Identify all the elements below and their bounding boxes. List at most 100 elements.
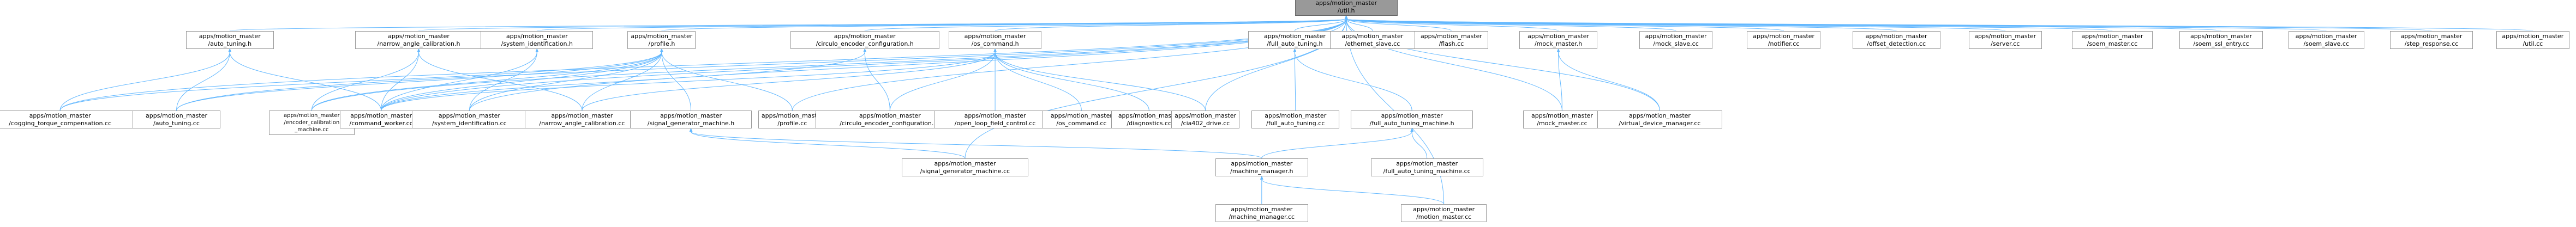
node-cogging-torque-compensation-cc[interactable]: apps/motion_master/cogging_torque_compen… (0, 110, 135, 128)
node-system-identification-cc[interactable]: apps/motion_master/system_identification… (412, 110, 527, 128)
node-profile-cc[interactable]: apps/motion_master/profile.cc (758, 110, 827, 128)
node-ethernet-slave-cc[interactable]: apps/motion_master/ethernet_slave.cc (1329, 30, 1416, 49)
node-soem-ssl-entry-cc[interactable]: apps/motion_master/soem_ssl_entry.cc (2179, 30, 2263, 49)
node-narrow-angle-calibration-cc[interactable]: apps/motion_master/narrow_angle_calibrat… (524, 110, 640, 128)
edge-at-atcc (176, 48, 232, 111)
edge-nac-naccc (417, 48, 583, 111)
node-label-line: /flash.cc (1439, 40, 1464, 47)
node-label-line: apps/motion_master (1420, 32, 1482, 40)
node-label-line: /motion_master.cc (1416, 213, 1472, 220)
node-label-line: apps/motion_master (1315, 0, 1377, 7)
node-mock-master-h[interactable]: apps/motion_master/mock_master.h (1519, 30, 1598, 49)
node-full-auto-tuning-h[interactable]: apps/motion_master/full_auto_tuning.h (1248, 30, 1341, 49)
node-label-line: apps/motion_master (1175, 112, 1237, 119)
node-util-cc[interactable]: apps/motion_master/util.cc (2496, 30, 2569, 49)
node-machine-manager-cc[interactable]: apps/motion_master/machine_manager.cc (1215, 204, 1308, 222)
node-label-line: /soem_ssl_entry.cc (2193, 40, 2249, 47)
node-label-line: /narrow_angle_calibration.h (377, 40, 460, 47)
edge-fatm-fatmcc (1410, 127, 1428, 158)
node-label-line: apps/motion_master (1753, 32, 1815, 40)
node-auto-tuning-cc[interactable]: apps/motion_master/auto_tuning.cc (132, 110, 221, 128)
node-os-command-h[interactable]: apps/motion_master/os_command.h (949, 30, 1042, 49)
edge-sid-cw (381, 48, 539, 111)
edge-root-cec (864, 15, 1348, 32)
edge-root-atcc (176, 15, 1348, 111)
node-label-line: /soem_master.cc (2087, 40, 2138, 47)
node-virtual-device-manager-cc[interactable]: apps/motion_master/virtual_device_manage… (1597, 110, 1722, 128)
edge-fatm-mmgr (1261, 127, 1413, 158)
node-label-line: /cia402_drive.cc (1181, 119, 1230, 127)
edge-at-ctc (59, 48, 232, 111)
edge-root-notif (1344, 15, 1784, 32)
node-circulo-encoder-configuration-h[interactable]: apps/motion_master/circulo_encoder_confi… (790, 30, 939, 49)
node-mock-master-cc[interactable]: apps/motion_master/mock_master.cc (1523, 110, 1602, 128)
node-profile-h[interactable]: apps/motion_master/profile.h (627, 30, 696, 49)
edge-osc-ceccc (889, 48, 997, 111)
node-label-line: apps/motion_master (1265, 112, 1327, 119)
node-label-line: /signal_generator_machine.h (647, 119, 735, 127)
node-signal-generator-machine-cc[interactable]: apps/motion_master/signal_generator_mach… (901, 158, 1029, 176)
node-label-line: /profile.cc (777, 119, 807, 127)
edge-at-cw (228, 48, 382, 111)
node-system-identification-h[interactable]: apps/motion_master/system_identification… (481, 30, 594, 49)
node-label-line: apps/motion_master (1341, 32, 1404, 40)
node-label-line: /narrow_angle_calibration.cc (539, 119, 625, 127)
node-machine-manager-h[interactable]: apps/motion_master/machine_manager.h (1215, 158, 1308, 176)
node-label-line: /soem_slave.cc (2303, 40, 2350, 47)
node-label-line: apps/motion_master (834, 32, 896, 40)
node-auto-tuning-h[interactable]: apps/motion_master/auto_tuning.h (185, 30, 274, 49)
node-label-line: apps/motion_master (388, 32, 450, 40)
node-notifier-cc[interactable]: apps/motion_master/notifier.cc (1747, 30, 1820, 49)
node-mock-slave-cc[interactable]: apps/motion_master/mock_slave.cc (1639, 30, 1713, 49)
node-label-line: /notifier.cc (1768, 40, 1800, 47)
node-full-auto-tuning-machine-cc[interactable]: apps/motion_master/full_auto_tuning_mach… (1370, 158, 1483, 176)
node-soem-master-cc[interactable]: apps/motion_master/soem_master.cc (2072, 30, 2153, 49)
node-machine-cc[interactable]: apps/motion_master/encoder_calibration_m… (269, 110, 355, 135)
node-label-line: /auto_tuning.cc (153, 119, 200, 127)
node-label-line: /mock_slave.cc (1653, 40, 1699, 47)
node-label-line: apps/motion_master (1413, 205, 1475, 213)
node-offset-detection-cc[interactable]: apps/motion_master/offset_detection.cc (1852, 30, 1940, 49)
edge-root-fat (1294, 15, 1348, 32)
node-step-response-cc[interactable]: apps/motion_master/step_response.cc (2389, 30, 2473, 49)
node-full-auto-tuning-cc[interactable]: apps/motion_master/full_auto_tuning.cc (1251, 110, 1340, 128)
node-flash-cc[interactable]: apps/motion_master/flash.cc (1415, 30, 1488, 49)
edge-root-msl (1344, 15, 1676, 32)
node-label-line: apps/motion_master (2295, 32, 2357, 40)
node-cia402-drive-cc[interactable]: apps/motion_master/cia402_drive.cc (1171, 110, 1240, 128)
node-full-auto-tuning-machine-h[interactable]: apps/motion_master/full_auto_tuning_mach… (1351, 110, 1473, 128)
node-label-line: apps/motion_master (1628, 112, 1691, 119)
node-narrow-angle-calibration-h[interactable]: apps/motion_master/narrow_angle_calibrat… (355, 30, 482, 49)
edge-sgm-sgmcc (689, 127, 966, 159)
edge-root-sid (536, 15, 1348, 32)
node-signal-generator-machine-h[interactable]: apps/motion_master/signal_generator_mach… (630, 110, 752, 128)
node-label-line: apps/motion_master (1231, 159, 1293, 167)
node-label-line: /full_auto_tuning_machine.cc (1383, 167, 1471, 175)
node-label-line: /mock_master.h (1534, 40, 1583, 47)
edge-prof-sidcc (469, 48, 663, 111)
node-label-line: apps/motion_master (1531, 112, 1593, 119)
node-open-loop-field-control-cc[interactable]: apps/motion_master/open_loop_field_contr… (934, 110, 1056, 128)
edge-mmh-vdm (1556, 48, 1660, 111)
node-label-line: /offset_detection.cc (1867, 40, 1926, 47)
node-motion-master-cc[interactable]: apps/motion_master/motion_master.cc (1401, 204, 1487, 222)
node-label-line: /ethernet_slave.cc (1345, 40, 1400, 47)
node-os-command-cc[interactable]: apps/motion_master/os_command.cc (1042, 110, 1121, 128)
node-command-worker-cc[interactable]: apps/motion_master/command_worker.cc (339, 110, 423, 128)
node-soem-slave-cc[interactable]: apps/motion_master/soem_slave.cc (2288, 30, 2364, 49)
node-label-line: apps/motion_master (29, 112, 91, 119)
node-label-line: /diagnostics.cc (1127, 119, 1172, 127)
node-label-line: /circulo_encoder_configuration.h (816, 40, 914, 47)
node-label-line: /mock_master.cc (1537, 119, 1587, 127)
node-label-line: apps/motion_master (1050, 112, 1112, 119)
edge-root-osc (995, 15, 1348, 32)
edge-root-soems (1344, 15, 2327, 32)
node-label-line: apps/motion_master (964, 112, 1026, 119)
node-label-line: /full_auto_tuning.h (1267, 40, 1323, 47)
node-label-line: /auto_tuning.h (208, 40, 252, 47)
node-server-cc[interactable]: apps/motion_master/server.cc (1968, 30, 2042, 49)
node-label-line: apps/motion_master (551, 112, 613, 119)
edge-sid-sidcc (469, 48, 539, 111)
node-label-line: /system_identification.cc (432, 119, 507, 127)
edge-cec-cw (381, 48, 867, 111)
